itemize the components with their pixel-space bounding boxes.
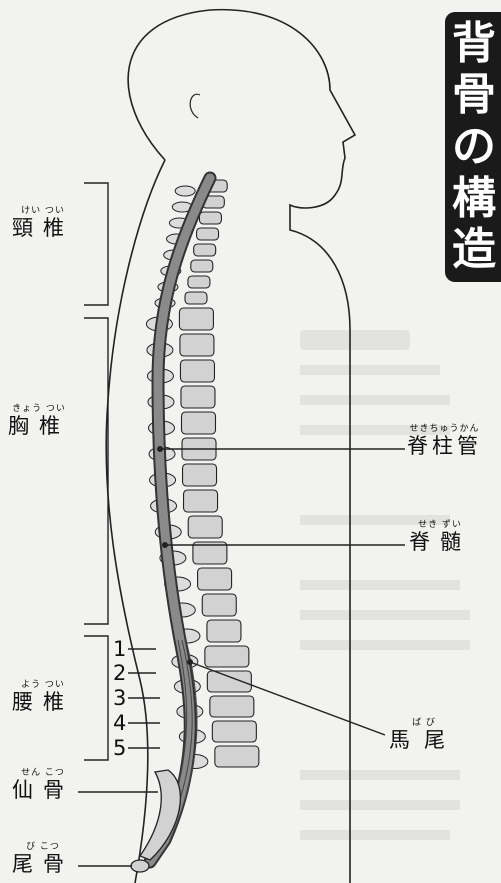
label-lumbar: よう つい 腰椎 bbox=[12, 680, 74, 714]
label-spinal-cord: せき ずい 脊髄 bbox=[409, 520, 471, 554]
vertebra-body bbox=[179, 308, 213, 330]
label-coccyx-kanji: 尾骨 bbox=[12, 852, 74, 876]
label-thoracic-kanji: 胸椎 bbox=[8, 414, 70, 438]
title-char: の bbox=[452, 125, 496, 169]
lumbar-number: 2 bbox=[113, 662, 126, 684]
label-lumbar-ruby: よう つい bbox=[12, 680, 74, 690]
label-sacrum-ruby: せん こつ bbox=[12, 768, 74, 778]
label-spinal-cord-kanji: 脊髄 bbox=[409, 530, 471, 554]
label-lumbar-kanji: 腰椎 bbox=[12, 690, 74, 714]
vertebra-body bbox=[215, 746, 259, 767]
label-spinal-cord-ruby: せき ずい bbox=[409, 520, 471, 530]
vertebra-body bbox=[207, 620, 241, 642]
label-cauda-equina-kanji: 馬尾 bbox=[389, 728, 459, 752]
label-thoracic: きょう つい 胸椎 bbox=[8, 404, 70, 438]
lumbar-number: 4 bbox=[113, 712, 126, 734]
vertebra-body bbox=[202, 594, 236, 616]
label-coccyx: び こつ 尾骨 bbox=[12, 842, 74, 876]
lumbar-number: 1 bbox=[113, 638, 126, 660]
vertebra-body bbox=[180, 360, 214, 382]
vertebra-body bbox=[188, 276, 210, 288]
title-char: 構 bbox=[452, 177, 496, 221]
vertebra-body bbox=[191, 260, 213, 272]
label-coccyx-ruby: び こつ bbox=[12, 842, 74, 852]
vertebra-body bbox=[198, 568, 232, 590]
label-thoracic-ruby: きょう つい bbox=[8, 404, 70, 414]
lumbar-number: 3 bbox=[113, 687, 126, 709]
title-panel: 背 骨 の 構 造 bbox=[445, 12, 501, 282]
label-spinal-canal-kanji: 脊柱管 bbox=[407, 434, 482, 458]
label-cervical: けい つい 頸椎 bbox=[12, 206, 74, 240]
vertebra-body bbox=[212, 721, 256, 742]
label-cauda-equina-ruby: ば び bbox=[389, 718, 459, 728]
vertebra-body bbox=[185, 292, 207, 304]
vertebra-body bbox=[183, 464, 217, 486]
label-sacrum-kanji: 仙骨 bbox=[12, 778, 74, 802]
ear bbox=[190, 94, 200, 118]
label-spinal-canal-ruby: せきちゅうかん bbox=[407, 424, 482, 434]
label-spinal-canal: せきちゅうかん 脊柱管 bbox=[407, 424, 482, 458]
label-cervical-ruby: けい つい bbox=[12, 206, 74, 216]
vertebra-body bbox=[207, 671, 251, 692]
spinous-process bbox=[175, 186, 195, 196]
vertebra-body bbox=[182, 412, 216, 434]
title-char: 骨 bbox=[452, 73, 496, 117]
label-cervical-kanji: 頸椎 bbox=[12, 216, 74, 240]
vertebra-body bbox=[188, 516, 222, 538]
label-cauda-equina: ば び 馬尾 bbox=[389, 718, 459, 752]
region-brackets bbox=[84, 183, 108, 760]
vertebra-body bbox=[194, 244, 216, 256]
vertebra-body bbox=[210, 696, 254, 717]
sacrum-shape bbox=[140, 770, 180, 860]
vertebra-body bbox=[199, 212, 221, 224]
vertebra-body bbox=[181, 386, 215, 408]
lumbar-number: 5 bbox=[113, 737, 126, 759]
vertebra-body bbox=[184, 490, 218, 512]
title-char: 背 bbox=[452, 22, 496, 66]
vertebra-body bbox=[205, 646, 249, 667]
label-sacrum: せん こつ 仙骨 bbox=[12, 768, 74, 802]
title-char: 造 bbox=[452, 228, 496, 272]
vertebra-body bbox=[197, 228, 219, 240]
background-art bbox=[300, 330, 470, 840]
coccyx-shape bbox=[131, 860, 149, 872]
vertebra-body bbox=[180, 334, 214, 356]
